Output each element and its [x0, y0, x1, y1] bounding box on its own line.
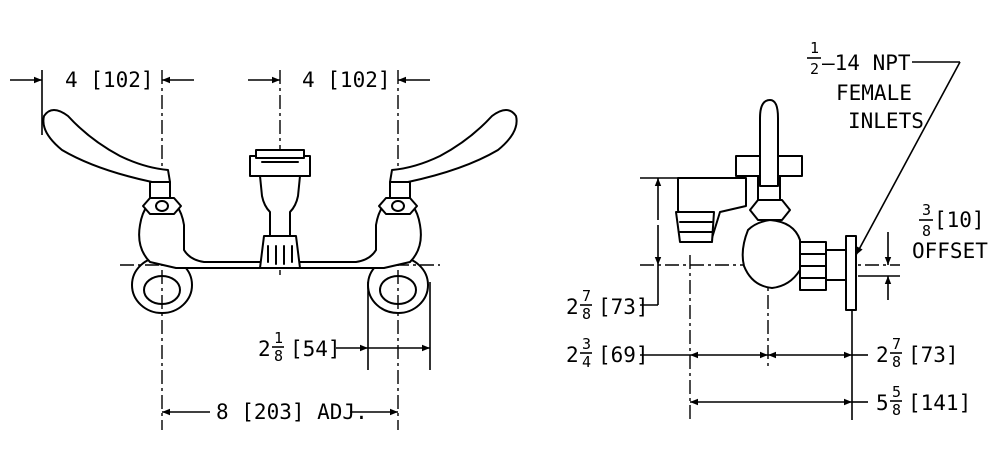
left-den: 4	[582, 353, 591, 371]
right-bonnet-nut	[391, 200, 405, 212]
right-wrist-blade-handle	[389, 109, 518, 183]
offset-callout: 3 8 [10] OFFSET	[912, 201, 988, 263]
left-whole: 2	[566, 343, 579, 367]
offset-label: OFFSET	[912, 239, 988, 263]
left-num: 3	[582, 335, 591, 353]
side-bonnet	[749, 199, 791, 221]
height-num: 7	[582, 287, 591, 305]
right-num: 7	[892, 335, 901, 353]
left-metric: [69]	[598, 343, 649, 367]
npt-female: FEMALE	[836, 81, 912, 105]
npt-num: 1	[810, 39, 819, 57]
total-dim-callout: 5 5 8 [141]	[876, 383, 971, 419]
left-stem	[149, 181, 171, 199]
npt-leader-b	[855, 61, 961, 256]
dim-esc-num: 1	[274, 329, 283, 347]
height-metric: [73]	[598, 295, 649, 319]
front-view: 4 [102] 4 [102] 2 1 8 [54] 8 [203] ADJ.	[10, 68, 518, 430]
offset-num: 3	[922, 201, 931, 219]
right-den: 8	[892, 353, 901, 371]
wall-flange	[845, 235, 857, 311]
right-bonnet	[378, 197, 418, 215]
valve-body-side	[741, 219, 801, 289]
total-den: 8	[892, 401, 901, 419]
right-escutcheon-inner	[379, 275, 417, 305]
dim-esc-metric: [54]	[290, 337, 341, 361]
total-whole: 5	[876, 391, 889, 415]
left-dim-callout: 2 3 4 [69]	[566, 335, 649, 371]
dim-center: 8 [203] ADJ.	[216, 400, 368, 424]
npt-inlets: INLETS	[848, 109, 924, 133]
right-metric: [73]	[908, 343, 959, 367]
height-whole: 2	[566, 295, 579, 319]
left-bonnet-nut	[155, 200, 169, 212]
inlet-nut-lines	[799, 253, 827, 279]
spout-body	[259, 175, 301, 237]
dim-escutcheon: 2 1 8 [54]	[258, 329, 341, 365]
dim-top-left: 4 [102]	[65, 68, 154, 92]
side-spout-outlet	[675, 211, 715, 243]
total-num: 5	[892, 383, 901, 401]
spout-outlet-ribs	[267, 245, 293, 265]
npt-den: 2	[810, 60, 819, 78]
left-escutcheon-inner	[143, 275, 181, 305]
right-stem	[389, 181, 411, 199]
offset-metric: [10]	[934, 208, 985, 232]
right-whole: 2	[876, 343, 889, 367]
left-wrist-blade-handle	[42, 109, 171, 183]
inlet-shank	[825, 249, 847, 281]
total-metric: [141]	[908, 391, 971, 415]
side-view: 1 2 –14 NPT FEMALE INLETS 3 8 [10] OFFSE…	[566, 39, 988, 420]
height-callout: 2 7 8 [73]	[566, 287, 649, 323]
dim-esc-den: 8	[274, 347, 283, 365]
offset-den: 8	[922, 222, 931, 240]
dim-esc-whole: 2	[258, 337, 271, 361]
height-den: 8	[582, 305, 591, 323]
spout-outlet	[259, 235, 301, 269]
right-dim-callout: 2 7 8 [73]	[876, 335, 959, 371]
spout-cap-top	[255, 149, 305, 159]
side-spout-ribs	[679, 221, 713, 233]
dim-top-right: 4 [102]	[302, 68, 391, 92]
npt-thread: –14 NPT	[822, 51, 911, 75]
npt-callout: 1 2 –14 NPT FEMALE INLETS	[807, 39, 924, 133]
side-handle	[759, 99, 779, 187]
